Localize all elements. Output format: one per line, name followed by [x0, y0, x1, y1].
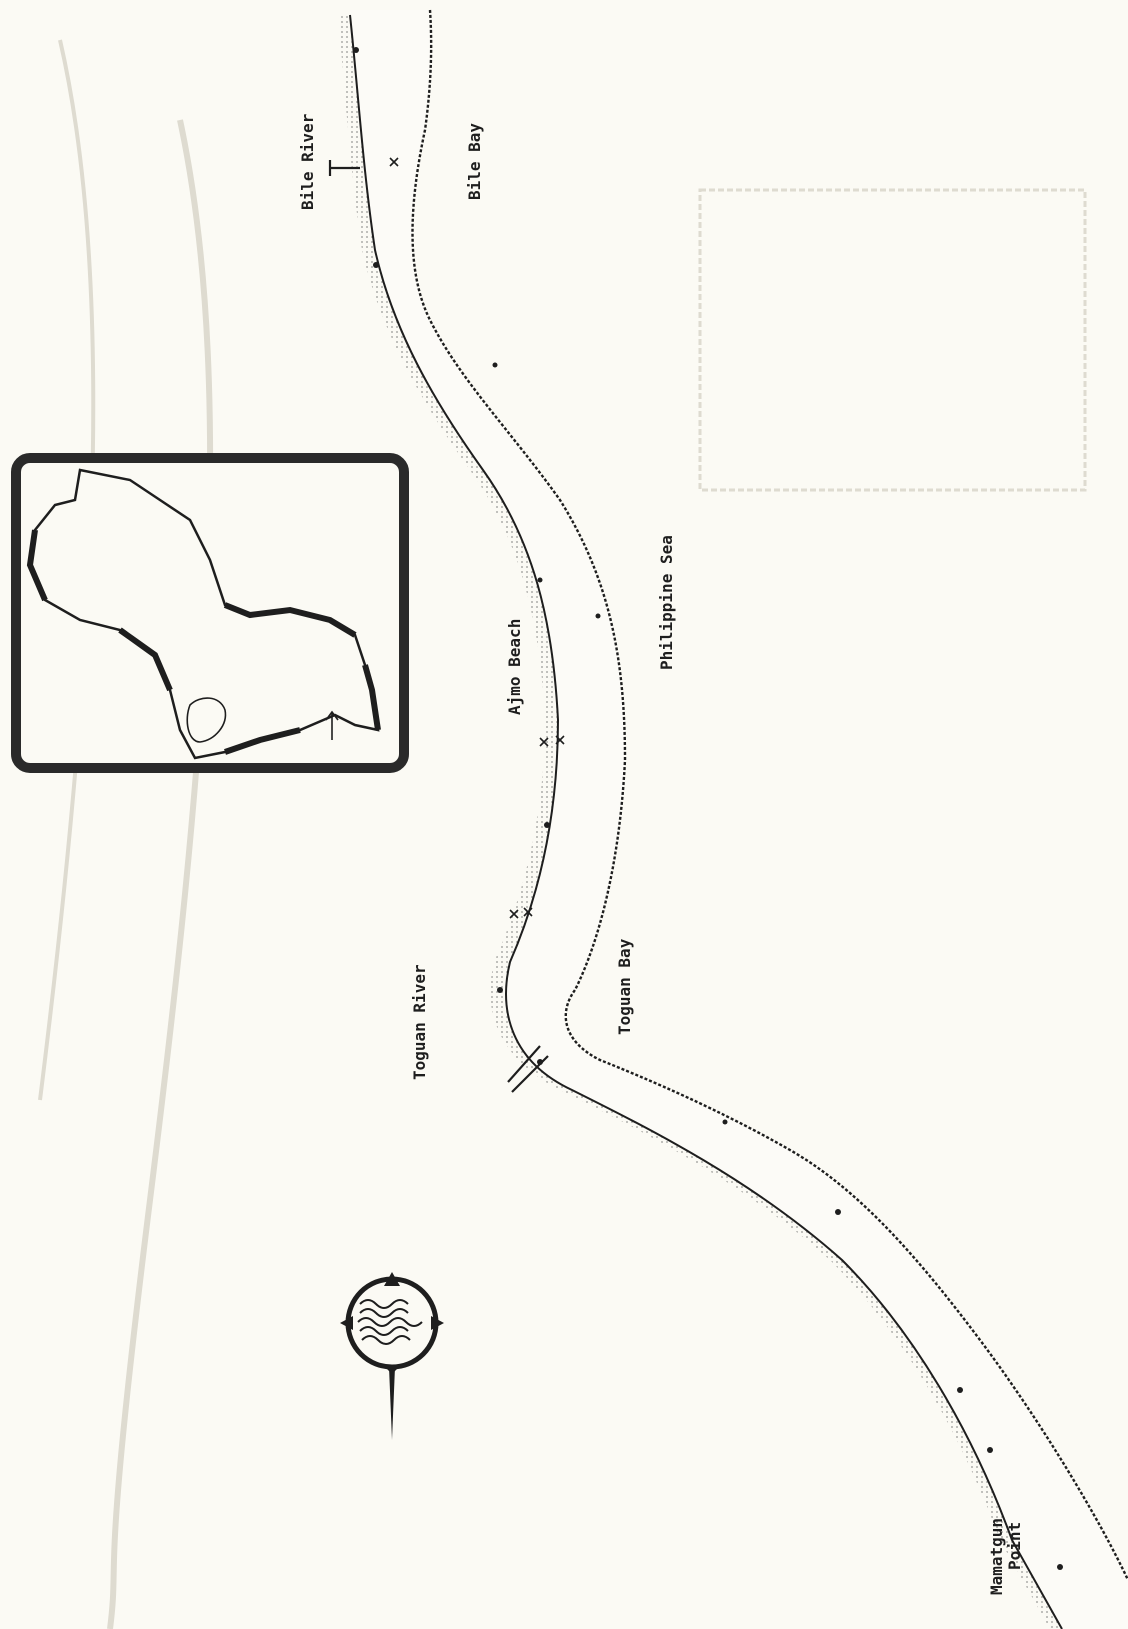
label-point: Point — [1005, 1522, 1024, 1570]
reef-edge — [411, 9, 1128, 1581]
compass-rose-icon — [340, 1272, 444, 1440]
inset-lake — [186, 697, 227, 743]
label-philippine-sea: Philippine Sea — [657, 535, 676, 670]
study-area-arrow — [325, 710, 339, 740]
label-toguan-bay: Toguan Bay — [615, 938, 634, 1035]
label-bile-bay: Bile Bay — [465, 123, 484, 200]
cross-marks — [389, 157, 565, 919]
shoreline — [349, 14, 1063, 1629]
label-bile-river: Bile River — [298, 114, 317, 210]
coast-highlight — [26, 529, 381, 755]
island-locator-inset — [11, 453, 409, 773]
coral-head-marks — [353, 47, 1063, 1570]
bile-river-mouth — [328, 160, 360, 176]
reef-flat — [350, 10, 1128, 1629]
label-mamatgun: Mamatgun — [987, 1518, 1006, 1595]
label-toguan-river: Toguan River — [410, 964, 429, 1080]
label-ajmo-beach: Ajmo Beach — [505, 619, 524, 715]
